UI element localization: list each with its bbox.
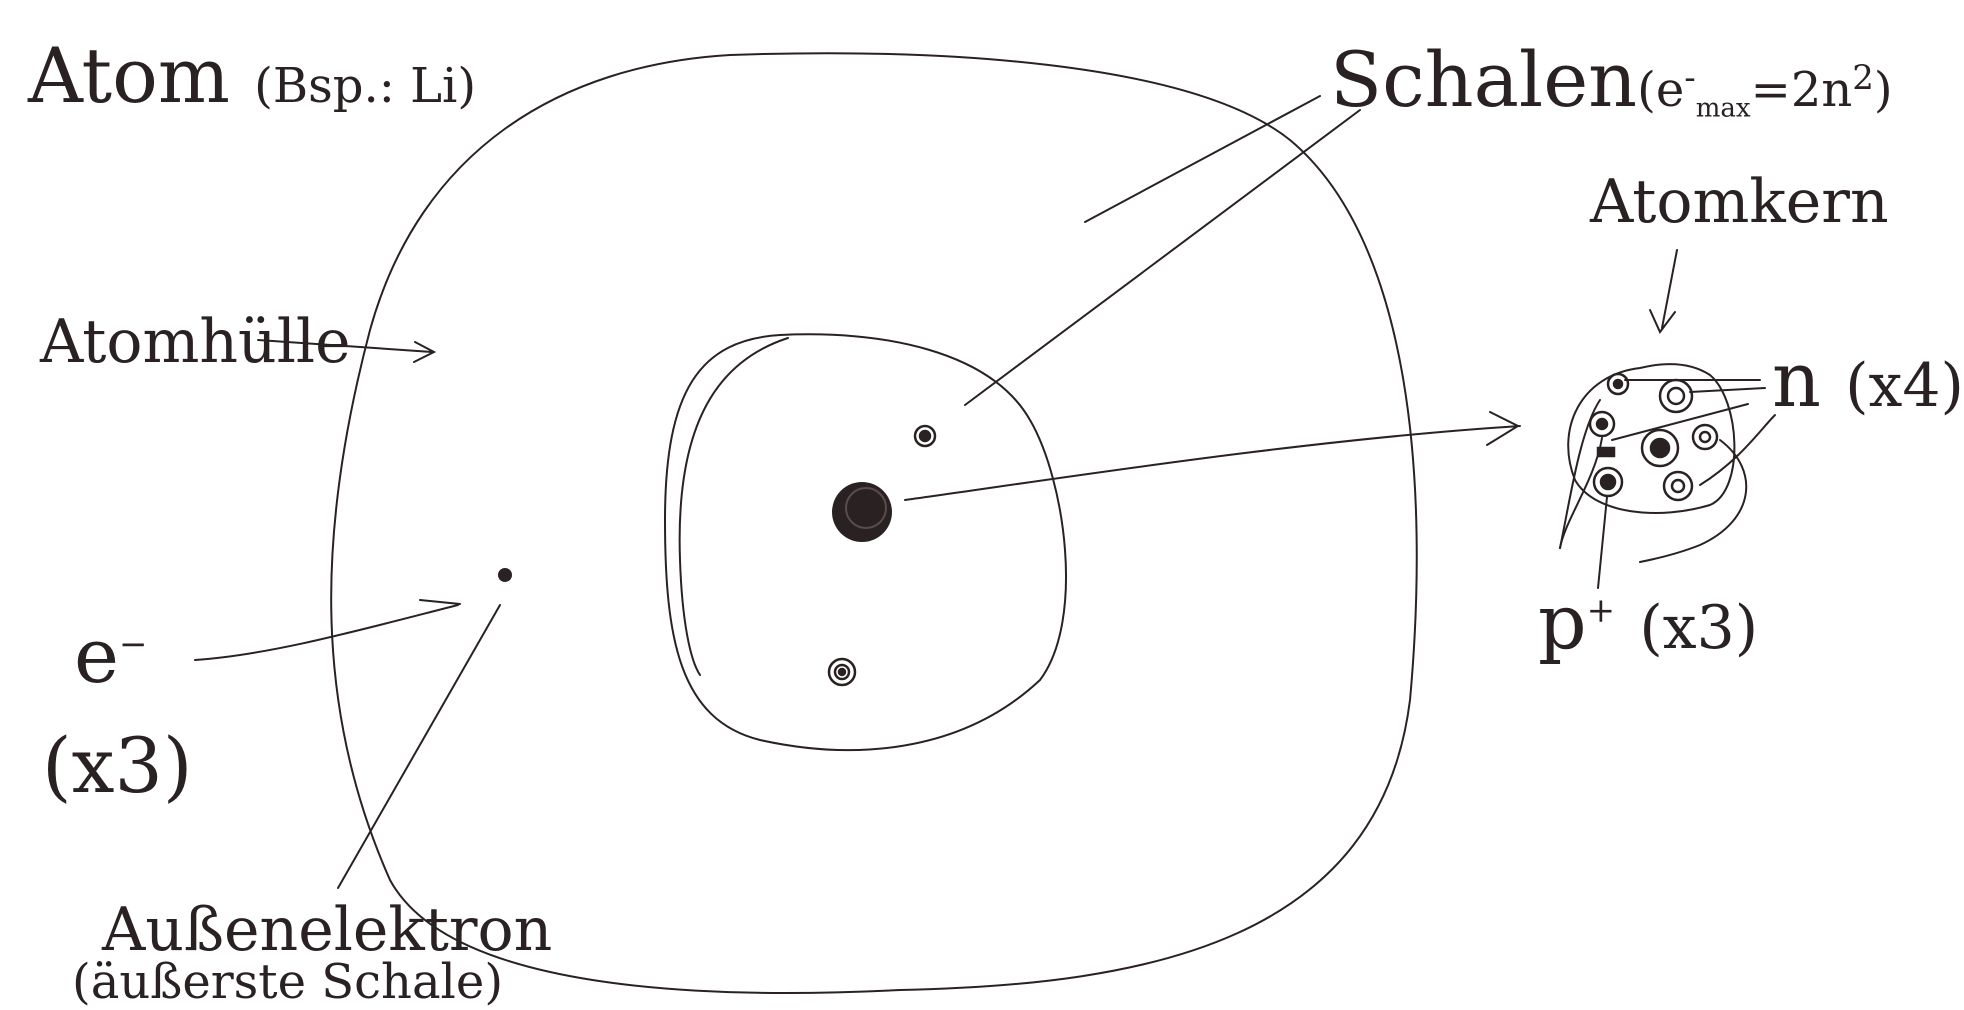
- shells-formula-sub: max: [1695, 93, 1751, 124]
- nucleus-detail-outline: [1567, 363, 1736, 514]
- neutron-pointer-3: [1611, 403, 1749, 441]
- neutron-count: (x4): [1845, 351, 1964, 421]
- shells-pointer-inner: [964, 109, 1361, 406]
- inner-shell-trace: [678, 337, 789, 676]
- shells-formula-close: ): [1873, 62, 1893, 118]
- outer-electron-pointer: [337, 604, 501, 889]
- electron-label: e−: [74, 618, 147, 694]
- nucleus-detail-outer: [1559, 399, 1748, 563]
- shells-formula: (e-max=2n2): [1637, 61, 1893, 122]
- title: Atom (Bsp.: Li): [28, 38, 476, 114]
- shells-formula-sup: -: [1684, 58, 1696, 98]
- inner-electron-1: [913, 424, 937, 448]
- nucleus-particles: [1588, 372, 1719, 502]
- proton-sup: +: [1586, 590, 1616, 631]
- nucleus-dot: [832, 482, 892, 542]
- electron-cloud-label: Atomhülle: [40, 307, 351, 377]
- nucleus-down-arrow: [1649, 249, 1678, 334]
- proton-count: (x3): [1639, 593, 1759, 663]
- shells-pointer-outer: [1084, 95, 1321, 223]
- shells-formula-rest: =2n: [1750, 62, 1853, 118]
- neutron-label: n (x4): [1772, 342, 1964, 418]
- outer-electron-label: Außenelektron: [102, 895, 553, 965]
- atom-diagram: [194, 52, 1776, 994]
- outer-shell: [330, 52, 1418, 994]
- electron-arrow: [194, 599, 461, 661]
- proton-pointer-2: [1597, 496, 1608, 589]
- electron-cloud-arrow: [257, 339, 437, 363]
- neutron-symbol: n: [1772, 335, 1821, 424]
- electron-count: (x3): [42, 721, 193, 810]
- nucleus-label: Atomkern: [1590, 167, 1889, 237]
- neutron-pointer-2: [1689, 387, 1766, 393]
- proton-symbol: p: [1538, 577, 1587, 666]
- proton-pointer-1: [1559, 437, 1603, 549]
- shells-label: Schalen(e-max=2n2): [1330, 42, 1893, 122]
- neutron-pointer-4: [1699, 414, 1776, 486]
- nucleus-arrow: [904, 411, 1521, 501]
- electron-sup: −: [118, 624, 148, 665]
- inner-electron-2: [827, 657, 857, 687]
- shells-text: Schalen: [1330, 35, 1638, 124]
- title-text: Atom: [28, 31, 230, 120]
- outer-electron: [498, 568, 512, 582]
- shells-formula-sq: 2: [1852, 58, 1874, 98]
- proton-label: p+ (x3): [1538, 584, 1758, 660]
- title-example: (Bsp.: Li): [254, 58, 477, 114]
- shells-formula-open: (e: [1637, 62, 1685, 118]
- outer-electron-note: (äußerste Schale): [72, 954, 504, 1010]
- inner-shell: [664, 333, 1068, 751]
- electron-symbol: e: [74, 611, 119, 700]
